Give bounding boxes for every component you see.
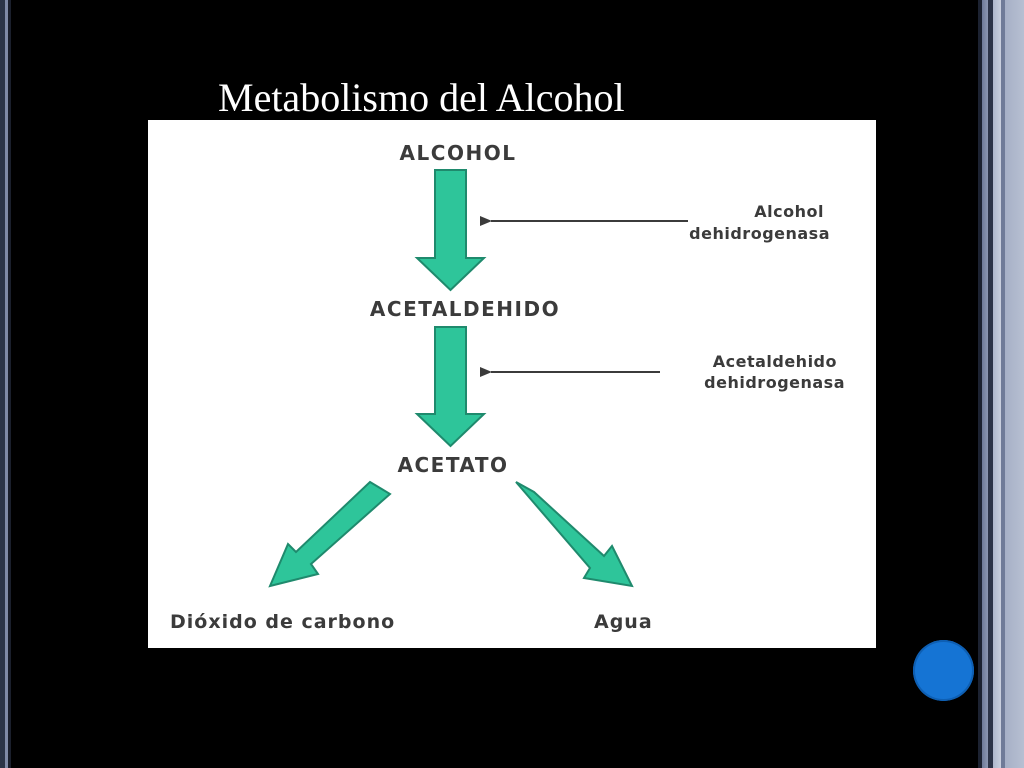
enzyme-adh-line1: Alcohol [754, 202, 824, 221]
left-frame-strip [0, 0, 11, 768]
arrow-acetaldehido-to-acetato [414, 326, 487, 448]
node-alcohol: ALCOHOL [400, 141, 517, 165]
diagram-canvas: ALCOHOL ACETALDEHIDO ACETATO Dióxido de … [170, 141, 845, 633]
arrow-alcohol-to-acetaldehido [414, 169, 487, 292]
arrow-acetato-to-dioxido [268, 480, 392, 588]
node-acetaldehido: ACETALDEHIDO [370, 297, 560, 321]
enzyme-aldh-line1: Acetaldehido [713, 352, 837, 371]
node-acetato: ACETATO [398, 453, 509, 477]
right-frame-border [978, 0, 1024, 768]
node-agua: Agua [594, 611, 653, 633]
slide-title: Metabolismo del Alcohol [218, 75, 625, 120]
enzyme-aldh-line2: dehidrogenasa [704, 373, 845, 392]
node-dioxido-de-carbono: Dióxido de carbono [170, 611, 395, 633]
enzyme-adh-line2: dehidrogenasa [689, 224, 830, 243]
arrow-acetato-to-agua [515, 481, 634, 588]
metabolism-diagram: ALCOHOL ACETALDEHIDO ACETATO Dióxido de … [148, 120, 876, 648]
slide-nav-button[interactable] [913, 640, 974, 701]
